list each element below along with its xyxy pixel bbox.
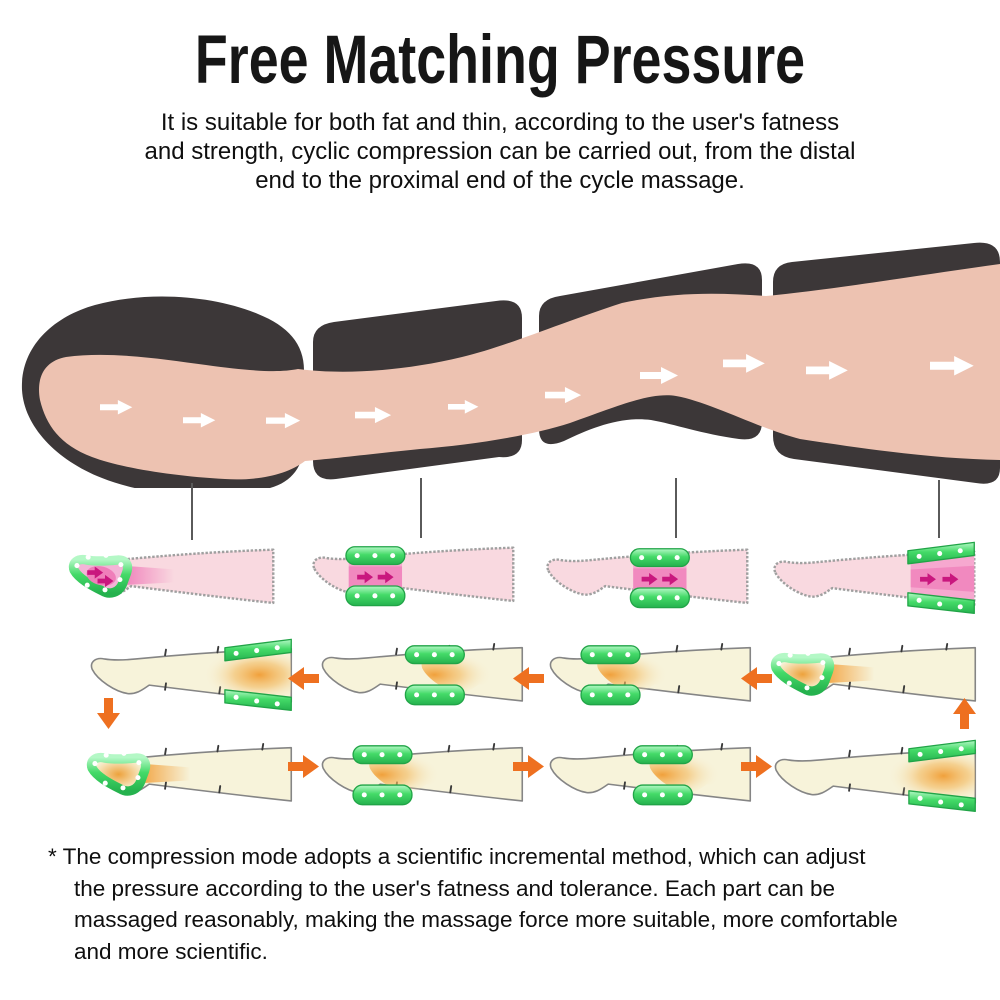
footnote-line: * The compression mode adopts a scientif…	[48, 844, 866, 869]
stage-foot-cuff-illustration	[62, 535, 275, 605]
cycle-top-foot-illustration	[764, 643, 977, 702]
subtitle-line: It is suitable for both fat and thin, ac…	[160, 109, 840, 136]
stage-calf-cuff-illustration	[312, 533, 515, 625]
flow-arrow-down-icon	[97, 698, 120, 729]
subtitle: It is suitable for both fat and thin, ac…	[0, 108, 1000, 195]
pointer-line	[420, 478, 422, 538]
subtitle-line: and strength, cyclic compression can be …	[144, 138, 856, 165]
cycle-top-knee-illustration	[321, 643, 524, 725]
stage-thigh-cuff-illustration	[773, 537, 976, 629]
footnote-line: the pressure according to the user's fat…	[74, 875, 836, 901]
pointer-line	[938, 480, 940, 538]
footnote: * The compression mode adopts a scientif…	[48, 841, 978, 967]
footnote-line: massaged reasonably, making the massage …	[74, 907, 898, 932]
leg-overview-illustration	[21, 242, 1000, 488]
pointer-line	[191, 483, 193, 540]
flow-arrow-left-icon	[513, 667, 544, 690]
cycle-bottom-calf-illustration	[321, 743, 524, 825]
flow-arrow-left-icon	[288, 667, 319, 690]
footnote-line: and more scientific.	[74, 938, 268, 964]
pointer-line	[675, 478, 677, 538]
cycle-bottom-thigh-illustration	[774, 735, 979, 827]
flow-arrow-right-icon	[513, 755, 544, 778]
page-title: Free Matching Pressure	[194, 21, 806, 98]
flow-arrow-up-icon	[953, 698, 976, 729]
cycle-bottom-foot-illustration	[80, 743, 293, 802]
flow-arrow-right-icon	[288, 755, 319, 778]
flow-arrow-left-icon	[741, 667, 772, 690]
subtitle-line: end to the proximal end of the cycle mas…	[255, 167, 745, 194]
stage-knee-cuff-illustration	[546, 535, 749, 627]
flow-arrow-right-icon	[741, 755, 772, 778]
leg-skin	[39, 264, 1000, 480]
cycle-bottom-knee-illustration	[549, 743, 752, 825]
cycle-top-calf-illustration	[549, 643, 752, 725]
